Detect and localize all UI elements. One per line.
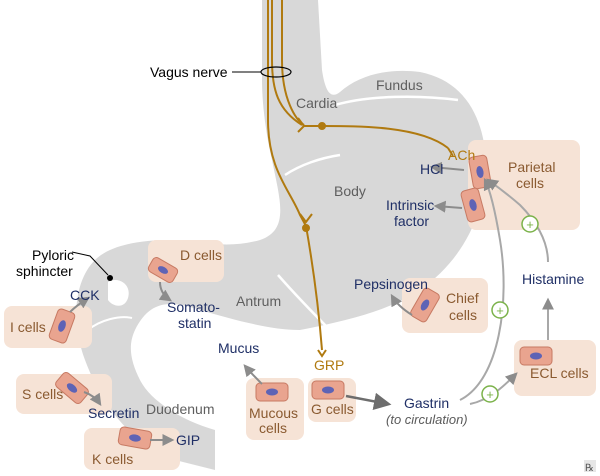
antrum-divider bbox=[277, 274, 331, 331]
pepsinogen-label: Pepsinogen bbox=[354, 276, 428, 292]
parietal-box bbox=[468, 140, 580, 230]
ach-label: ACh bbox=[448, 147, 475, 163]
fundus-divider bbox=[334, 95, 459, 107]
somatostatin-label-line2: statin bbox=[178, 315, 211, 331]
s-cell bbox=[55, 371, 89, 405]
logo: ℞ bbox=[585, 463, 594, 474]
gastrin-to-parietal-arrow bbox=[459, 177, 505, 401]
ecl-cell bbox=[519, 346, 553, 366]
histamine-label: Histamine bbox=[522, 271, 584, 287]
vagus-nerve bbox=[267, 0, 449, 351]
cck-label: CCK bbox=[70, 287, 100, 303]
duodenum-label: Duodenum bbox=[146, 401, 215, 417]
cardia-body-divider bbox=[284, 153, 341, 177]
pyloric-sphincter-label-line1: Pyloric bbox=[32, 247, 74, 263]
parietal-cells-label-line1: Parietal bbox=[508, 159, 555, 175]
mucus-label: Mucus bbox=[218, 340, 259, 356]
grp-label: GRP bbox=[314, 357, 344, 373]
plus-sign-parietal: + bbox=[526, 217, 534, 232]
mucus-arrow bbox=[243, 364, 263, 385]
pyloric-dot bbox=[107, 275, 113, 281]
plus-circles bbox=[481, 215, 539, 403]
g-cell bbox=[311, 380, 345, 400]
pyloric-sphincter-label-line2: sphincter bbox=[16, 263, 73, 279]
gastrin-label: Gastrin bbox=[404, 395, 449, 411]
chief-cells-label-line1: Chief bbox=[446, 290, 479, 306]
pepsinogen-arrow bbox=[390, 293, 413, 316]
gastrin-arrow bbox=[345, 392, 392, 410]
i-cell bbox=[48, 308, 76, 344]
body-label: Body bbox=[334, 183, 366, 199]
hcl-label: HCl bbox=[420, 161, 443, 177]
pyloric-notch bbox=[108, 279, 129, 306]
chief-cells-label-line2: cells bbox=[449, 307, 477, 323]
somatostatin-label-line1: Somato- bbox=[167, 299, 220, 315]
cck-arrow bbox=[69, 296, 90, 313]
k-cell bbox=[117, 426, 153, 450]
plus-sign-histamine: + bbox=[496, 303, 504, 318]
gip-label: GIP bbox=[176, 432, 200, 448]
k-cells-label: K cells bbox=[92, 451, 133, 467]
ecl-cells-label: ECL cells bbox=[530, 365, 589, 381]
feedback-arrows bbox=[459, 177, 554, 405]
g-cells-label: G cells bbox=[311, 401, 354, 417]
parietal-cells-label-line2: cells bbox=[516, 175, 544, 191]
nerve-synapses bbox=[297, 117, 454, 358]
plus-sign-ecl: + bbox=[486, 387, 494, 402]
s-cells-label: S cells bbox=[22, 386, 63, 402]
antrum-label: Antrum bbox=[236, 293, 281, 309]
cells bbox=[48, 154, 553, 450]
intrinsic-arrow bbox=[433, 200, 463, 213]
stomach-shape bbox=[76, 0, 486, 470]
intrinsic-factor-label-line2: factor bbox=[394, 213, 429, 229]
somatostatin-arrow bbox=[158, 281, 172, 302]
k-cells-box bbox=[84, 428, 180, 470]
d-cells-label: D cells bbox=[180, 247, 222, 263]
secretin-arrow bbox=[83, 391, 102, 406]
fundus-label: Fundus bbox=[376, 77, 423, 93]
mucous-cells-label-line2: cells bbox=[259, 420, 287, 436]
s-cells-box bbox=[16, 374, 112, 414]
secretion-arrows bbox=[69, 161, 465, 446]
hcl-arrow bbox=[429, 161, 465, 174]
i-cells-label: I cells bbox=[10, 319, 46, 335]
logo-box bbox=[584, 460, 596, 472]
mucous-cells-label-line1: Mucous bbox=[249, 405, 298, 421]
parietal-cell-2 bbox=[460, 187, 486, 223]
chief-cell bbox=[410, 287, 440, 323]
intrinsic-factor-label-line1: Intrinsic bbox=[386, 197, 434, 213]
cardia-label: Cardia bbox=[296, 95, 337, 111]
mucous-cell bbox=[255, 382, 289, 402]
histamine-to-parietal-arrow bbox=[486, 178, 549, 263]
d-cell bbox=[147, 257, 179, 283]
gastrin-note: (to circulation) bbox=[386, 412, 468, 427]
pyloric-pointer bbox=[71, 251, 109, 276]
secretin-label: Secretin bbox=[88, 405, 139, 421]
vagus-nerve-label: Vagus nerve bbox=[150, 64, 228, 80]
